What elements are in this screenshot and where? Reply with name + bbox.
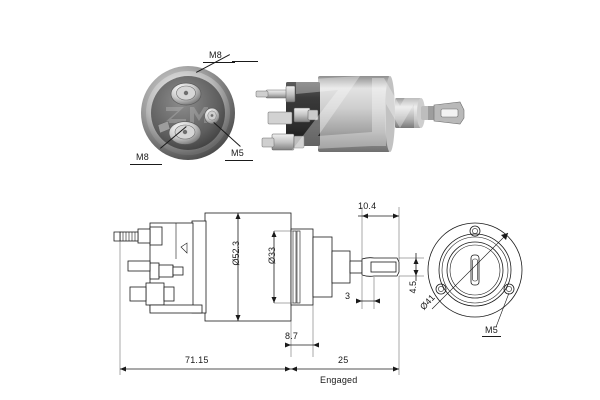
drawing-state-note: Engaged	[320, 375, 358, 385]
dim-label-eyelet-width: 4.5	[408, 281, 418, 294]
callout-label-m8-top: M8	[209, 50, 222, 60]
dim-label-nose-diameter: Ø33	[267, 247, 277, 265]
callout-label-flange-m5: M5	[482, 325, 501, 337]
dim-label-flange-offset: 8.7	[285, 331, 299, 341]
dim-label-eyelet-length: 10.4	[358, 201, 377, 211]
drawing-canvas	[113, 207, 523, 375]
callout-rule-m8-bottom	[130, 164, 162, 165]
zm-watermark	[292, 76, 428, 150]
callout-label-m5: M5	[231, 148, 244, 158]
dim-label-overall-length: 71.15	[185, 355, 209, 365]
callout-rule-m5	[225, 160, 253, 161]
callout-rule-m8-top	[203, 62, 235, 63]
side-profile-photo	[248, 58, 478, 163]
dimensional-drawing-section: Ø52.3 Ø33 10.4 4.5 3 8.7 71.15 25 Engage…	[0, 185, 600, 400]
product-photo-section: M8 M8 M5	[0, 0, 600, 185]
dim-label-body-diameter: Ø52.3	[231, 241, 241, 266]
flange-end-view	[427, 222, 523, 328]
dim-label-eyelet-thickness: 3	[345, 291, 351, 301]
terminal-end-photo	[138, 63, 238, 163]
dim-label-plunger-travel: 25	[338, 355, 349, 365]
callout-label-m8-bottom: M8	[136, 152, 149, 162]
callout-underline-m8-top	[232, 61, 258, 62]
